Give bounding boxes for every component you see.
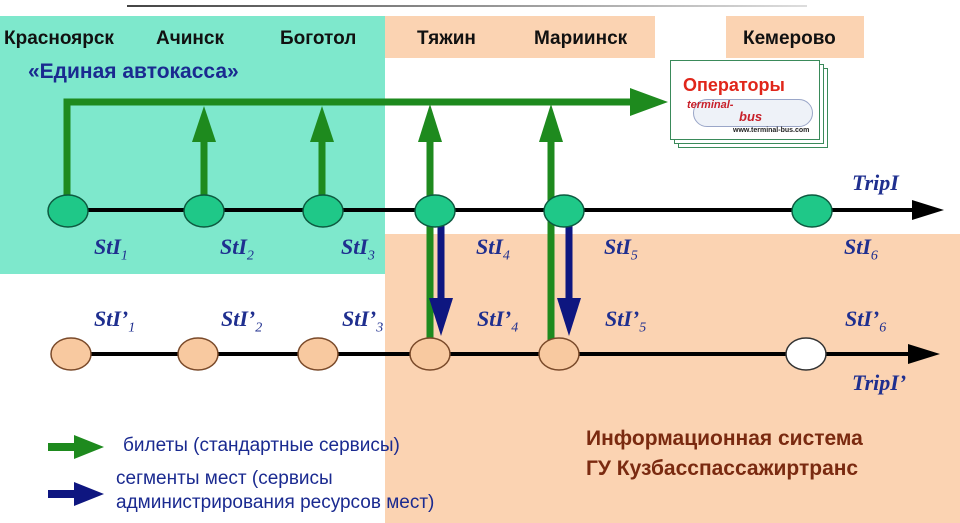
stop-top-label-4-base: StI bbox=[476, 234, 503, 259]
stop-bottom-label-4-base: StI’ bbox=[477, 306, 512, 331]
stop-bottom-label-5-index: 5 bbox=[639, 320, 647, 336]
stop-top-4 bbox=[414, 194, 456, 228]
legend-blue-line2: администрирования ресурсов мест) bbox=[116, 492, 435, 513]
station-tyazhin: Тяжин bbox=[417, 28, 476, 49]
stop-top-1 bbox=[47, 194, 89, 228]
stop-top-label-6-base: StI bbox=[844, 234, 871, 259]
green-arrowhead-tyazhin bbox=[418, 104, 442, 142]
operators-url: www.terminal-bus.com bbox=[733, 127, 810, 134]
stop-top-label-2: StI2 bbox=[220, 234, 254, 264]
trip-bottom-label: TripI’ bbox=[852, 370, 907, 395]
stop-bottom-label-3-index: 3 bbox=[376, 320, 384, 336]
legend-blue-line1: сегменты мест (сервисы bbox=[116, 468, 333, 489]
stop-top-label-1: StI1 bbox=[94, 234, 128, 264]
green-ticket-route-arrow bbox=[63, 98, 636, 200]
station-bogotol: Боготол bbox=[280, 28, 357, 49]
stop-bottom-label-6: StI’6 bbox=[845, 306, 886, 336]
stop-bottom-3 bbox=[297, 337, 339, 371]
legend-green-text: билеты (стандартные сервисы) bbox=[123, 435, 400, 456]
stop-bottom-label-1-base: StI’ bbox=[94, 306, 129, 331]
stop-bottom-label-5: StI’5 bbox=[605, 306, 646, 336]
stop-bottom-label-1-index: 1 bbox=[128, 320, 136, 336]
stop-top-label-3-index: 3 bbox=[367, 248, 375, 264]
station-krasnoyarsk: Красноярск bbox=[4, 28, 114, 49]
stop-top-3 bbox=[302, 194, 344, 228]
stop-bottom-label-6-base: StI’ bbox=[845, 306, 880, 331]
stop-bottom-label-4-index: 4 bbox=[511, 320, 519, 336]
stop-top-label-6: StI6 bbox=[844, 234, 878, 264]
operators-card: Операторы terminal- bus www.terminal-bus… bbox=[670, 60, 820, 140]
info-system-title: Информационная система ГУ Кузбасспассажи… bbox=[586, 424, 863, 484]
info-system-zone bbox=[385, 234, 960, 523]
stop-top-label-5: StI5 bbox=[604, 234, 638, 264]
stop-bottom-label-2: StI’2 bbox=[221, 306, 262, 336]
legend-blue-arrowhead bbox=[74, 482, 104, 506]
stop-bottom-label-3-base: StI’ bbox=[342, 306, 377, 331]
stop-top-label-2-base: StI bbox=[220, 234, 247, 259]
blue-arrowhead-tyazhin bbox=[429, 298, 453, 336]
blue-arrowhead-mariinsk bbox=[557, 298, 581, 336]
logo-line2: bus bbox=[739, 109, 763, 124]
legend-blue-text: сегменты мест (сервисы администрирования… bbox=[116, 467, 434, 515]
stop-top-label-5-base: StI bbox=[604, 234, 631, 259]
stop-top-6 bbox=[791, 194, 833, 228]
green-arrowhead-mariinsk bbox=[539, 104, 563, 142]
end-station-zone bbox=[726, 16, 864, 58]
stop-bottom-label-1: StI’1 bbox=[94, 306, 135, 336]
stop-top-label-4-index: 4 bbox=[502, 248, 510, 264]
stop-bottom-label-6-index: 6 bbox=[879, 320, 887, 336]
info-system-line1: Информационная система bbox=[586, 427, 863, 450]
stop-top-label-4: StI4 bbox=[476, 234, 510, 264]
stop-top-label-1-index: 1 bbox=[120, 248, 128, 264]
trip-bottom-arrowhead bbox=[908, 344, 940, 364]
stop-bottom-label-4: StI’4 bbox=[477, 306, 518, 336]
stop-bottom-5 bbox=[538, 337, 580, 371]
stop-top-2 bbox=[183, 194, 225, 228]
station-mariinsk: Мариинск bbox=[534, 28, 628, 49]
stop-top-label-1-base: StI bbox=[94, 234, 121, 259]
station-achinsk: Ачинск bbox=[156, 28, 224, 49]
top-divider-line bbox=[127, 5, 807, 7]
stop-bottom-2 bbox=[177, 337, 219, 371]
info-system-line2: ГУ Кузбасспассажиртранс bbox=[586, 457, 859, 480]
stop-bottom-1 bbox=[50, 337, 92, 371]
trip-top-label: TripI bbox=[852, 170, 899, 195]
terminal-bus-logo bbox=[693, 99, 813, 127]
stop-bottom-label-2-base: StI’ bbox=[221, 306, 256, 331]
stop-bottom-4 bbox=[409, 337, 451, 371]
stop-bottom-label-5-base: StI’ bbox=[605, 306, 640, 331]
stop-top-5 bbox=[543, 194, 585, 228]
stop-bottom-label-2-index: 2 bbox=[255, 320, 263, 336]
peach-header-zone bbox=[385, 16, 655, 58]
green-arrowhead-bogotol bbox=[310, 106, 334, 142]
green-arrowhead-achinsk bbox=[192, 106, 216, 142]
stop-top-label-2-index: 2 bbox=[246, 248, 254, 264]
green-ticket-route-arrowhead bbox=[630, 88, 668, 116]
trip-top-arrowhead bbox=[912, 200, 944, 220]
legend-green-arrowhead bbox=[74, 435, 104, 459]
stop-top-label-5-index: 5 bbox=[630, 248, 638, 264]
stop-bottom-6 bbox=[785, 337, 827, 371]
stop-bottom-label-3: StI’3 bbox=[342, 306, 383, 336]
unified-booking-label: «Единая автокасса» bbox=[28, 60, 239, 83]
operators-title: Операторы bbox=[683, 75, 785, 95]
stop-top-label-3: StI3 bbox=[341, 234, 375, 264]
stop-top-label-3-base: StI bbox=[341, 234, 368, 259]
stop-top-label-6-index: 6 bbox=[870, 248, 878, 264]
station-kemerovo: Кемерово bbox=[743, 28, 836, 49]
logo-line1: terminal- bbox=[687, 99, 734, 111]
